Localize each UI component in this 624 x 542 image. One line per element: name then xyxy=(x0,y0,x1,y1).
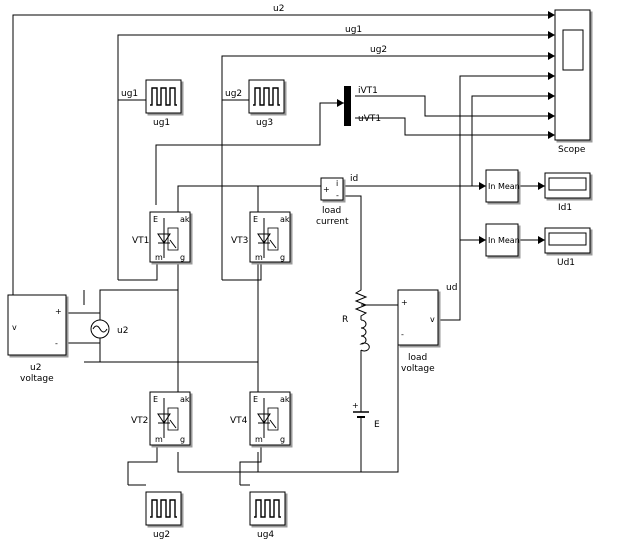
signal-ivt1-label: iVT1 xyxy=(358,86,378,96)
vt3-term-m: m xyxy=(255,253,263,262)
load-voltage-label-1: load xyxy=(408,353,427,363)
signal-ug2-left-label: ug2 xyxy=(225,89,242,99)
u2-voltage-block[interactable]: v + - u2 voltage xyxy=(7,294,67,384)
mean-ud-block[interactable]: In Mean xyxy=(485,223,520,257)
vt2-term-g: g xyxy=(180,435,185,444)
display-id1-label: Id1 xyxy=(558,203,572,213)
pulse-ug3[interactable]: ug3 xyxy=(248,79,285,128)
vt1-label: VT1 xyxy=(132,236,149,246)
mean-id-label: In Mean xyxy=(488,182,520,191)
wire-load-to-r xyxy=(343,195,362,285)
signal-uvt1-label: uVT1 xyxy=(358,114,381,124)
inductor-l[interactable] xyxy=(359,319,370,352)
pulse-ug4-label: ug4 xyxy=(257,530,274,540)
scope-block[interactable]: Scope xyxy=(554,9,591,155)
wire-ug1-to-scope xyxy=(117,34,548,280)
load-voltage-block[interactable]: + - v load voltage xyxy=(397,289,439,374)
battery-plus: + xyxy=(352,401,359,410)
thyristor-vt3[interactable]: E ak m g VT3 xyxy=(231,211,291,263)
pulse-ug2-label: ug2 xyxy=(153,530,170,540)
signal-ug2-top-label: ug2 xyxy=(370,45,387,55)
vt4-term-e: E xyxy=(253,395,258,404)
vt3-term-ak: ak xyxy=(280,215,290,224)
vt2-term-ak: ak xyxy=(180,395,190,404)
signal-ud-label: ud xyxy=(446,283,457,293)
wire-ivt1-to-scope xyxy=(355,95,548,117)
signal-id-label: id xyxy=(350,174,358,184)
pulse-ug2[interactable]: ug2 xyxy=(145,491,182,540)
mean-ud-label: In Mean xyxy=(488,236,520,245)
display-ud1[interactable]: Ud1 xyxy=(544,227,591,268)
vt4-term-ak: ak xyxy=(280,395,290,404)
vt1-term-g: g xyxy=(180,253,185,262)
vt3-term-e: E xyxy=(253,215,258,224)
u2-voltage-minus: - xyxy=(55,339,58,348)
wire-source-bottom xyxy=(66,260,259,363)
load-current-label-1: load xyxy=(322,206,341,216)
scope-label: Scope xyxy=(558,145,586,155)
signal-u2-label: u2 xyxy=(273,4,284,14)
load-voltage-v: v xyxy=(430,315,435,324)
u2-voltage-label-2: voltage xyxy=(20,374,54,384)
u2-voltage-v: v xyxy=(12,323,17,332)
thyristor-vt2[interactable]: E ak m g VT2 xyxy=(131,391,191,446)
vt4-label: VT4 xyxy=(230,416,248,426)
load-voltage-plus: + xyxy=(401,298,408,307)
thyristor-vt1[interactable]: E ak m g VT1 xyxy=(132,211,191,263)
ac-source-label: u2 xyxy=(117,326,128,336)
vt2-term-m: m xyxy=(155,435,163,444)
battery-label: E xyxy=(374,420,380,430)
wire-id-to-scope xyxy=(343,95,548,187)
thyristor-vt4[interactable]: E ak m g VT4 xyxy=(230,391,291,446)
signal-labels: u2 ug1 ug2 ug1 ug2 iVT1 uVT1 id ud xyxy=(121,4,457,293)
wire-top-rail xyxy=(177,185,321,212)
wire-u2-to-scope xyxy=(12,14,548,330)
u2-voltage-plus: + xyxy=(55,307,62,316)
load-voltage-minus: - xyxy=(401,330,404,339)
resistor-label: R xyxy=(342,315,348,325)
display-ud1-label: Ud1 xyxy=(557,258,575,268)
wire-uvt1-to-scope xyxy=(355,117,548,136)
load-current-label-2: current xyxy=(316,217,349,227)
load-current-block[interactable]: + i - load current xyxy=(316,177,349,227)
pulse-ug1-label: ug1 xyxy=(153,118,170,128)
vt1-term-e: E xyxy=(153,215,158,224)
vt3-label: VT3 xyxy=(231,236,248,246)
wire-vt1-meas-to-mux xyxy=(155,102,344,205)
signal-ug1-left-label: ug1 xyxy=(121,89,138,99)
load-current-i: i xyxy=(336,179,338,188)
u2-voltage-label-1: u2 xyxy=(30,363,41,373)
mean-id-block[interactable]: In Mean xyxy=(485,169,520,203)
ac-source[interactable]: u2 xyxy=(90,319,128,339)
vt1-term-ak: ak xyxy=(180,215,190,224)
pulse-ug1[interactable]: ug1 xyxy=(145,79,182,128)
display-id1[interactable]: Id1 xyxy=(544,172,591,213)
resistor-r[interactable]: R xyxy=(342,285,368,325)
vt1-term-m: m xyxy=(155,253,163,262)
vt3-term-g: g xyxy=(280,253,285,262)
pulse-ug3-label: ug3 xyxy=(256,118,273,128)
battery-e[interactable]: + E xyxy=(352,400,380,430)
mux-bar xyxy=(344,86,351,126)
vt2-term-e: E xyxy=(153,395,158,404)
wire-source-top xyxy=(66,260,179,314)
vt4-term-m: m xyxy=(255,435,263,444)
vt2-label: VT2 xyxy=(131,416,148,426)
pulse-ug4[interactable]: ug4 xyxy=(249,491,286,540)
load-current-minus: - xyxy=(336,191,339,200)
load-current-plus: + xyxy=(323,185,330,194)
wire-ud-to-scope xyxy=(438,75,548,321)
wire-bottom-rail xyxy=(177,335,399,473)
signal-ug1-top-label: ug1 xyxy=(345,25,362,35)
vt4-term-g: g xyxy=(280,435,285,444)
load-voltage-label-2: voltage xyxy=(401,364,435,374)
